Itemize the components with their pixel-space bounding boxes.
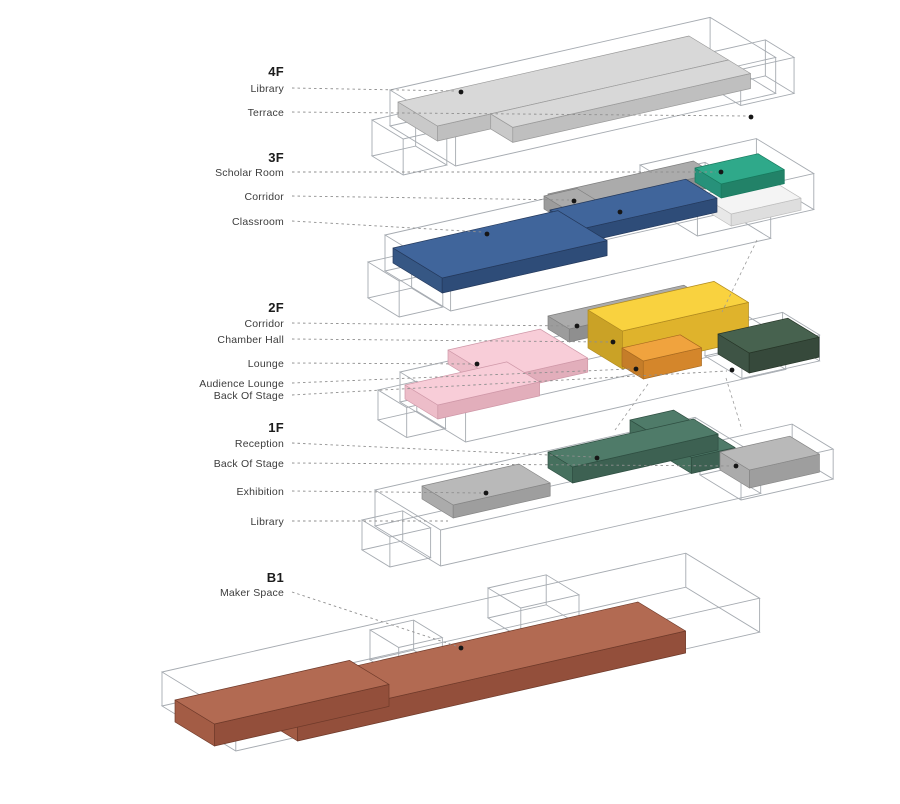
leader-1f-backstage-dot <box>733 463 739 469</box>
room-label-2f-lounge: Lounge <box>248 358 284 370</box>
leader-1f-exhibition-dot <box>483 490 489 496</box>
floor-alignment-guide <box>721 239 758 313</box>
leader-2f-corridor-dot <box>574 323 580 329</box>
room-label-3f-scholar: Scholar Room <box>215 167 284 179</box>
marker-dot <box>617 209 623 215</box>
leader-2f-chamber-dot <box>610 339 616 345</box>
leader-3f-corridor-dot <box>571 198 577 204</box>
slab-1f-exhibition <box>421 463 551 519</box>
leader-2f-backstage <box>291 370 728 396</box>
label-column: 4F Library Terrace 3F Scholar Room Corri… <box>199 64 284 599</box>
room-label-1f-backstage: Back Of Stage <box>214 458 284 470</box>
floor-code-1f: 1F <box>268 420 284 435</box>
room-label-3f-corridor: Corridor <box>244 191 284 203</box>
room-label-2f-audience: Audience Lounge <box>199 378 284 390</box>
room-label-1f-reception: Reception <box>235 438 284 450</box>
leader-1f-reception-dot <box>594 455 600 461</box>
leader-3f-classroom-dot <box>484 231 490 237</box>
slab-3f-classroom-lower <box>392 210 608 294</box>
room-label-1f-library: Library <box>251 516 285 528</box>
leader-2f-audience <box>291 368 632 384</box>
leader-4f-terrace-dot <box>748 114 754 120</box>
leader-1f-exhibition <box>291 490 482 494</box>
room-label-4f-library: Library <box>251 83 285 95</box>
leader-2f-lounge-dot <box>474 361 480 367</box>
slab-2f-lounge-wing <box>404 361 540 420</box>
slab-2f-audience-lounge <box>621 334 702 380</box>
slab-1f-back-of-stage <box>719 435 820 489</box>
leader-3f-scholar-dot <box>718 169 724 175</box>
slab-1f-reception-bar <box>547 418 719 484</box>
room-label-2f-backstage: Back Of Stage <box>214 390 284 402</box>
slab-2f-back-of-stage <box>717 317 820 374</box>
floor-code-4f: 4F <box>268 64 284 79</box>
slab-4f-library-front <box>490 59 751 143</box>
room-label-4f-terrace: Terrace <box>248 107 284 119</box>
leader-2f-lounge <box>291 362 473 365</box>
room-label-1f-exhibition: Exhibition <box>236 486 284 498</box>
leader-b1-makerspace-dot <box>458 645 464 651</box>
room-label-3f-classroom: Classroom <box>232 216 284 228</box>
leader-4f-library <box>291 87 457 92</box>
room-label-2f-chamber: Chamber Hall <box>217 334 284 346</box>
annotation-layer <box>291 87 758 651</box>
leader-4f-terrace <box>291 111 747 117</box>
leader-2f-audience-dot <box>633 366 639 372</box>
slab-3f-scholar-room <box>694 153 785 199</box>
floor-alignment-guide <box>725 377 743 431</box>
leader-b1-makerspace <box>291 591 457 647</box>
leader-1f-backstage <box>291 462 732 467</box>
floor-code-3f: 3F <box>268 150 284 165</box>
leader-2f-corridor <box>291 322 573 327</box>
leader-1f-reception <box>291 442 593 458</box>
leader-3f-corridor <box>291 195 570 201</box>
room-label-2f-corridor: Corridor <box>244 318 284 330</box>
floor-code-b1: B1 <box>267 570 284 585</box>
leader-2f-backstage-dot <box>729 367 735 373</box>
slab-b1-maker-space-wing <box>174 660 390 747</box>
floor-code-2f: 2F <box>268 300 284 315</box>
wireframe-1f-left <box>360 510 432 568</box>
leader-3f-classroom <box>291 220 483 233</box>
leader-4f-library-dot <box>458 89 464 95</box>
room-label-b1-makerspace: Maker Space <box>220 587 284 599</box>
